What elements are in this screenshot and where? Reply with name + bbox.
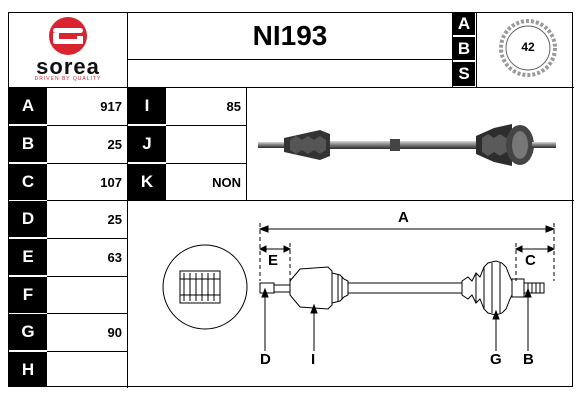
spec-value-c: 107 [100,174,122,190]
spec-label-a: A [9,88,47,124]
brand-tagline: DRIVEN BY QUALITY [34,76,102,82]
dim-label-d: D [260,351,271,368]
spec-value-j [167,126,245,162]
spec-label-g: G [9,314,47,350]
dim-label-i: I [311,351,316,368]
spec-label-j: J [128,126,166,162]
abs-teeth-count: 42 [521,40,535,54]
spec-value-b: 25 [107,136,122,152]
driveshaft-photo-icon [258,124,556,166]
dim-label-b: B [523,351,534,368]
brand-logo: sorea DRIVEN BY QUALITY [10,14,126,82]
spec-label-h: H [9,352,47,387]
spec-value-f [48,277,126,313]
spec-value-e: 63 [107,249,122,265]
spec-label-e: E [9,239,47,275]
brand-name: sorea [36,54,100,79]
abs-letter-b: B [453,37,475,60]
abs-letter-s: S [453,62,475,86]
abs-gear-icon [499,19,557,77]
divider [452,12,453,87]
spec-value-g: 90 [107,324,122,340]
driveshaft-photo [250,100,568,190]
spec-label-i: I [128,88,166,124]
spec-label-f: F [9,277,47,313]
divider [8,87,574,88]
abs-letter-a: A [453,13,475,35]
part-number-title: NI193 [252,20,328,51]
spec-sheet-frame [8,12,573,387]
driveshaft-schematic-icon [162,223,556,351]
spec-value-h [48,352,126,387]
dimension-diagram: A E C D I G B [128,201,572,387]
spec-value-a: 917 [100,98,122,114]
dim-label-g: G [490,351,502,368]
spec-label-d: D [9,201,47,237]
divider [476,12,477,87]
dim-label-c: C [525,252,536,269]
spec-label-c: C [9,164,47,200]
spec-value-k: NON [212,174,241,190]
spec-label-b: B [9,126,47,162]
spec-label-k: K [128,164,166,200]
divider [127,59,452,60]
abs-ring: 42 [496,16,560,80]
dim-label-a: A [398,209,409,226]
spec-value-d: 25 [107,211,122,227]
spec-value-i: 85 [226,98,241,114]
sorea-logo-icon [49,17,87,55]
dim-label-e: E [268,252,279,269]
